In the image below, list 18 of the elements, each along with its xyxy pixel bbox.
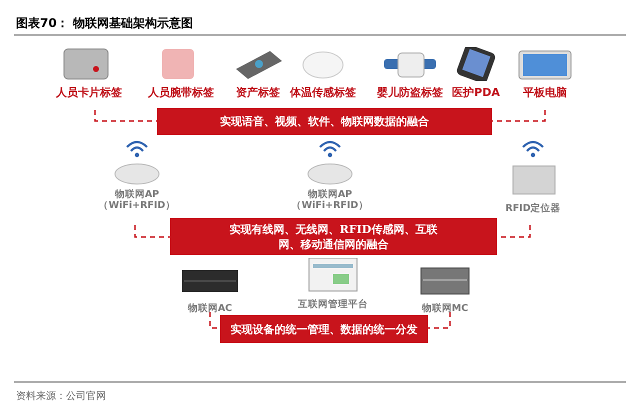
device-label: 资产标签 — [236, 85, 280, 100]
device-label: 医护PDA — [452, 85, 500, 100]
device-label: 平板电脑 — [523, 85, 567, 100]
device-label: 物联网AP （WiFi+RFID） — [290, 189, 370, 211]
device-label: 物联网AP （WiFi+RFID） — [98, 189, 176, 211]
device-label: 人员腕带标签 — [148, 85, 214, 100]
device-label: 婴儿防盗标签 — [377, 85, 443, 100]
device-label: 物联网AC — [186, 303, 234, 314]
device-label: 体温传感标签 — [290, 85, 356, 100]
device-label: 人员卡片标签 — [56, 85, 122, 100]
banner-band: 实现语音、视频、软件、物联网数据的融合 — [157, 108, 492, 135]
source-note: 资料来源：公司官网 — [16, 390, 106, 403]
banner-band: 实现有线网、无线网、RFID传感网、互联网、移动通信网的融合 — [170, 218, 497, 255]
device-label: 互联网管理平台 — [297, 299, 369, 310]
device-label: 物联网MC — [420, 303, 470, 314]
banner-band: 实现设备的统一管理、数据的统一分发 — [220, 315, 428, 343]
figure-title: 图表70： 物联网基础架构示意图 — [16, 15, 193, 32]
device-label: RFID定位器 — [504, 203, 562, 214]
